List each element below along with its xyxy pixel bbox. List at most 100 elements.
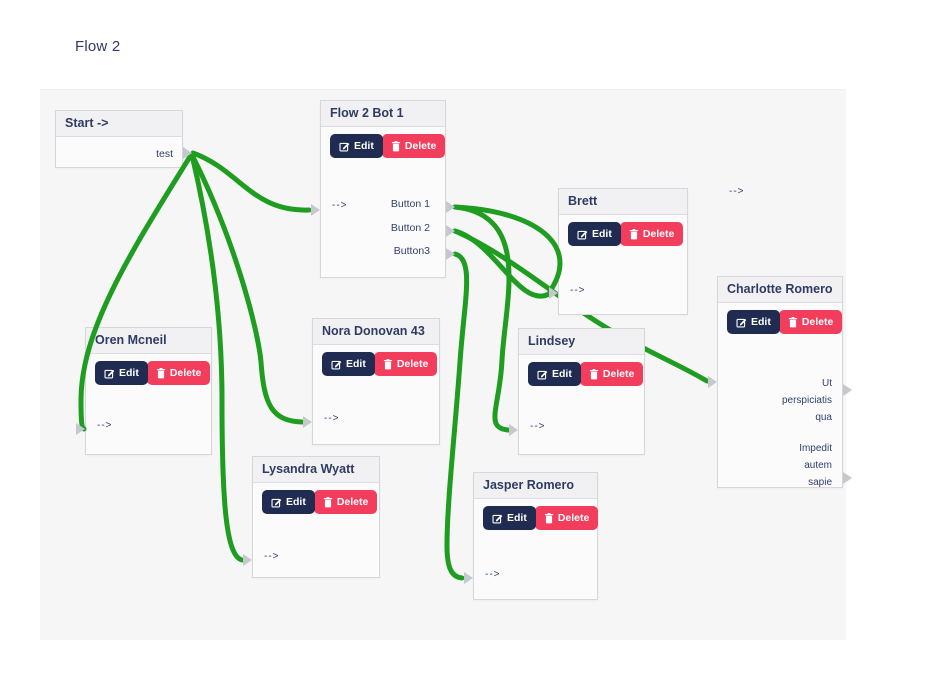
pencil-icon [492,513,503,524]
edit-button[interactable]: Edit [95,361,148,385]
node-title: Flow 2 Bot 1 [321,101,445,127]
edit-button-label: Edit [286,496,306,508]
input-port-label: --> [485,569,501,580]
edit-button-label: Edit [507,512,527,524]
edit-button-label: Edit [346,358,366,370]
node-title: Nora Donovan 43 [313,319,439,345]
delete-button-label: Delete [801,316,834,328]
edit-button[interactable]: Edit [528,362,581,386]
edit-button[interactable]: Edit [483,506,536,530]
edit-button-label: Edit [751,316,771,328]
delete-button-label: Delete [336,496,369,508]
trash-icon [544,512,554,524]
edge-bot1-Button-1-to-lindsey-input [452,204,512,433]
port-bot1-button2[interactable] [446,225,455,237]
port-lysandra-input[interactable] [243,554,252,566]
port-brett-input[interactable] [549,287,558,299]
port-bot1-button1[interactable] [446,201,455,213]
edit-button[interactable]: Edit [330,134,383,158]
output-port-label: Button3 [393,245,430,257]
delete-button-label: Delete [169,367,202,379]
delete-button[interactable]: Delete [619,222,684,246]
input-port-label: --> [324,413,340,424]
trash-icon [323,496,333,508]
input-port-label: --> [332,200,348,211]
output-port-label: test [156,148,173,160]
output-port-label: Button 1 [390,198,430,210]
edit-button[interactable]: Edit [322,352,375,376]
delete-button[interactable]: Delete [579,362,644,386]
delete-button[interactable]: Delete [778,310,843,334]
pencil-icon [104,368,115,379]
page-title: Flow 2 [75,38,121,55]
node-bot1[interactable]: Flow 2 Bot 1 Edit Delete --> Button 1 Button … [320,100,446,278]
port-nora-input[interactable] [303,416,312,428]
port-bot1-button3[interactable] [446,248,455,260]
input-port-label: --> [264,551,280,562]
edit-button-label: Edit [354,140,374,152]
trash-icon [788,316,798,328]
edit-button-label: Edit [119,367,139,379]
delete-button[interactable]: Delete [146,361,211,385]
input-port-label: --> [570,285,586,296]
delete-button-label: Delete [404,140,437,152]
output-port-label: Button 2 [390,222,430,234]
port-lindsey-input[interactable] [509,424,518,436]
input-port-label: --> [729,186,745,197]
edit-button[interactable]: Edit [262,490,315,514]
node-action-buttons: Edit Delete [528,362,644,386]
flow-title-bar: Flow 2 [40,8,846,90]
delete-button[interactable]: Delete [381,134,446,158]
input-port-label: --> [530,421,546,432]
node-action-buttons: Edit Delete [322,352,438,376]
delete-button[interactable]: Delete [313,490,378,514]
input-port-label: --> [97,420,113,431]
edge-start-test-to-bot1-input [190,150,312,213]
node-action-buttons: Edit Delete [262,490,378,514]
edit-button[interactable]: Edit [727,310,780,334]
port-start-test[interactable] [183,147,192,159]
pencil-icon [331,359,342,370]
node-title: Charlotte Romero [718,277,842,303]
output-port-label: Impedit autem sapie [799,443,832,488]
pencil-icon [537,369,548,380]
port-charlotte-out2[interactable] [843,472,852,484]
node-title: Lysandra Wyatt [253,457,379,483]
delete-button-label: Delete [642,228,675,240]
node-title: Lindsey [519,329,644,355]
trash-icon [383,358,393,370]
edit-button-label: Edit [592,228,612,240]
pencil-icon [736,317,747,328]
delete-button-label: Delete [557,512,590,524]
port-charlotte-out1[interactable] [843,384,852,396]
edit-button[interactable]: Edit [568,222,621,246]
port-bot1-input[interactable] [311,204,320,216]
port-oren-input[interactable] [76,423,85,435]
trash-icon [629,228,639,240]
port-charlotte-input[interactable] [708,376,717,388]
node-title: Start -> [56,111,182,137]
node-title: Brett [559,189,687,215]
node-nora[interactable]: Nora Donovan 43 Edit Delete --> [312,318,440,445]
pencil-icon [577,229,588,240]
node-start[interactable]: Start -> test [55,110,183,168]
edge-bot1-Button-2-to-brett-input [452,228,552,299]
edge-bot1-Button3-to-jasper-input [444,251,470,581]
edge-bot1-Button-1-to-brett-input [452,204,563,294]
node-action-buttons: Edit Delete [568,222,684,246]
node-action-buttons: Edit Delete [727,310,843,334]
trash-icon [589,368,599,380]
edit-button-label: Edit [552,368,572,380]
port-jasper-input[interactable] [464,572,473,584]
delete-button[interactable]: Delete [373,352,438,376]
trash-icon [156,367,166,379]
delete-button[interactable]: Delete [534,506,599,530]
